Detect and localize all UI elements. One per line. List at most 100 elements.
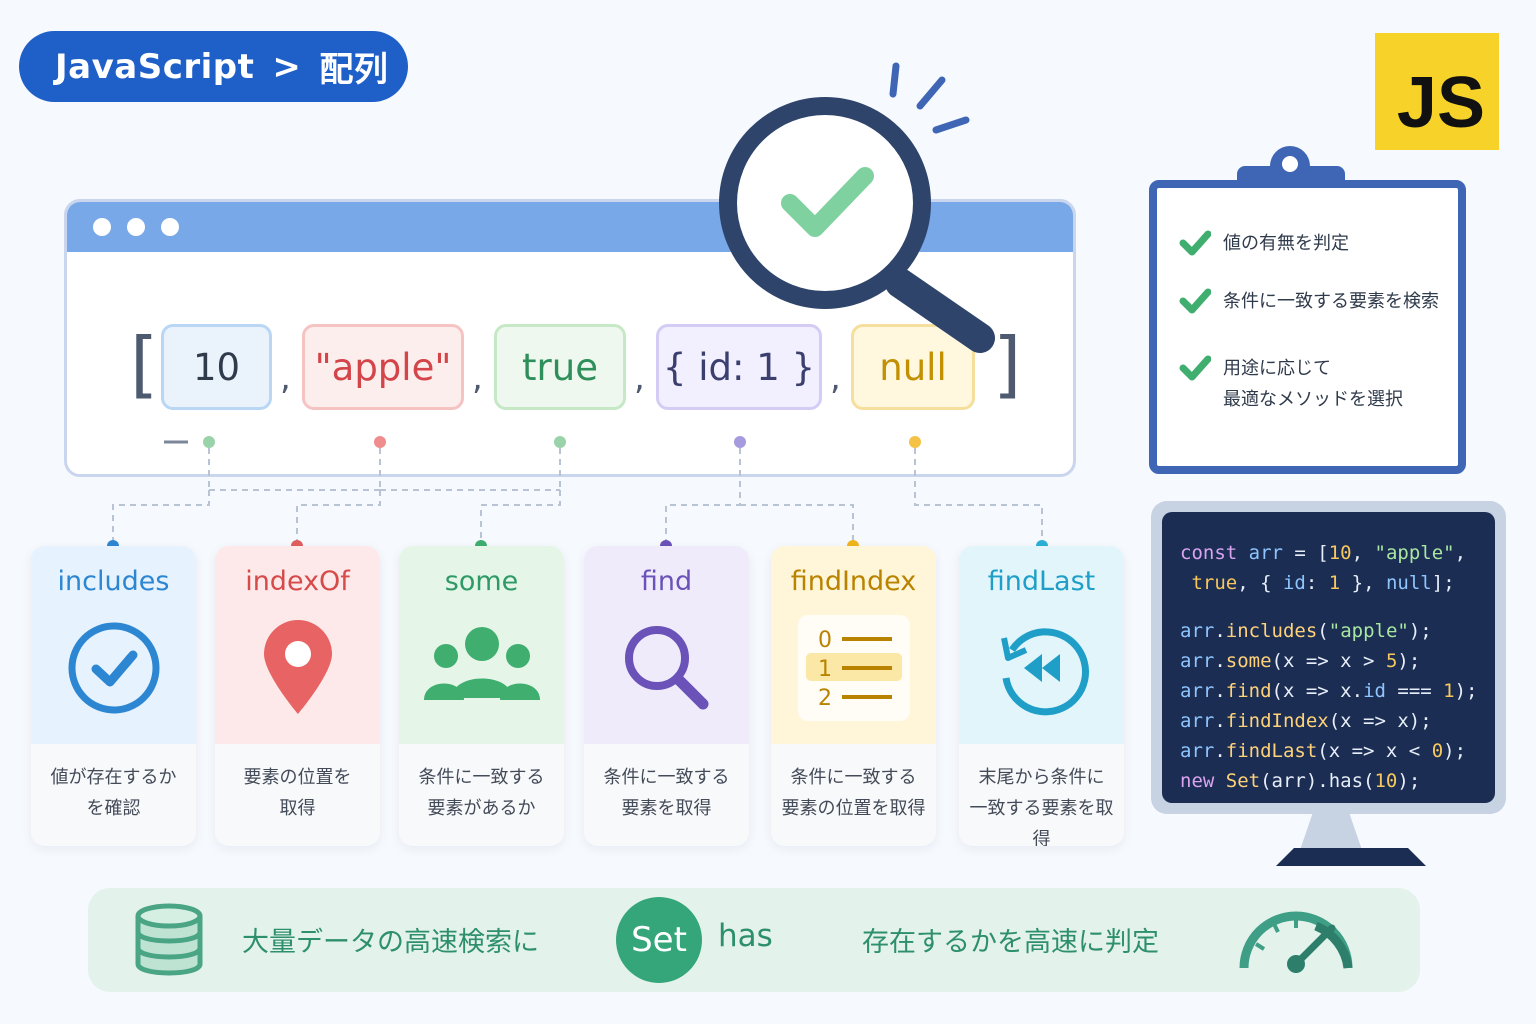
code-token: , xyxy=(1454,542,1467,564)
card-header: findLast xyxy=(959,546,1124,744)
breadcrumb-topic: 配列 xyxy=(319,50,389,90)
code-token: true xyxy=(1191,572,1238,594)
method-description: 条件に一致する 要素の位置を取得 xyxy=(775,762,932,824)
method-name: find xyxy=(640,566,693,597)
code-token: const xyxy=(1180,542,1249,564)
array-comma: , xyxy=(634,358,645,398)
method-description: 値が存在するか を確認 xyxy=(35,762,192,824)
code-token xyxy=(1180,572,1191,594)
description-line: 要素があるか xyxy=(427,798,536,819)
card-footer: 条件に一致する 要素があるか xyxy=(399,744,564,846)
js-logo: JS xyxy=(1375,33,1499,150)
code-line: const arr = [10, "apple", xyxy=(1180,538,1495,568)
svg-text:0: 0 xyxy=(818,628,832,653)
svg-text:1: 1 xyxy=(818,657,832,682)
code-token: ); xyxy=(1397,650,1421,672)
rewind-icon xyxy=(959,618,1124,718)
breadcrumb-separator: > xyxy=(272,46,302,87)
code-line: arr.findIndex(x => x); xyxy=(1180,706,1495,736)
method-name: indexOf xyxy=(245,566,350,597)
method-description: 要素の位置を 取得 xyxy=(219,762,376,824)
value-text: null xyxy=(879,345,947,389)
code-token: id xyxy=(1282,572,1306,594)
has-label: has xyxy=(718,918,773,954)
code-token: ); xyxy=(1408,620,1432,642)
code-token: ); xyxy=(1397,770,1421,792)
set-label: Set xyxy=(631,920,687,960)
magnifier-icon xyxy=(584,618,749,718)
method-card-find[interactable]: find 条件に一致する 要素を取得 xyxy=(584,546,749,846)
array-close-bracket: ] xyxy=(988,322,1032,406)
card-header: findIndex 0 1 2 xyxy=(771,546,936,744)
code-token: arr xyxy=(1180,710,1215,732)
method-description: 条件に一致する 要素を取得 xyxy=(588,762,745,824)
card-footer: 値が存在するか を確認 xyxy=(31,744,196,846)
card-header: find xyxy=(584,546,749,744)
banner-right-text: 存在するかを高速に判定 xyxy=(862,927,1159,958)
array-value-object: { id: 1 } xyxy=(656,324,822,410)
speedometer-icon xyxy=(1239,911,1353,973)
card-footer: 条件に一致する 要素の位置を取得 xyxy=(771,744,936,846)
people-icon xyxy=(399,618,564,718)
method-card-findlast[interactable]: findLast 末尾から条件に 一致する要素を取得 xyxy=(959,546,1124,846)
array-comma: , xyxy=(280,358,291,398)
code-token: = [ xyxy=(1282,542,1329,564)
array-value-boolean: true xyxy=(494,324,626,410)
code-line: new Set(arr).has(10); xyxy=(1180,766,1495,796)
code-line xyxy=(1180,598,1495,616)
code-token: ); xyxy=(1443,740,1467,762)
description-line: を確認 xyxy=(86,798,141,819)
checklist-item: 用途に応じて最適なメソッドを選択 xyxy=(1179,353,1403,415)
method-card-some[interactable]: some 条件に一致する 要素があるか xyxy=(399,546,564,846)
code-token: . xyxy=(1214,650,1226,672)
code-screen: const arr = [10, "apple", true, { id: 1 … xyxy=(1162,512,1495,803)
check-circle-icon xyxy=(31,618,196,718)
method-card-findindex[interactable]: findIndex 0 1 2 条件に一致する 要素の位置を取得 xyxy=(771,546,936,846)
code-token: arr xyxy=(1180,740,1215,762)
clipboard-checklist: 値の有無を判定条件に一致する要素を検索用途に応じて最適なメソッドを選択 xyxy=(1149,180,1466,474)
map-pin-icon xyxy=(215,618,380,718)
card-footer: 条件に一致する 要素を取得 xyxy=(584,744,749,846)
code-token: includes xyxy=(1225,620,1318,642)
clipboard-hole xyxy=(1282,156,1298,172)
code-token: ( xyxy=(1317,620,1329,642)
code-token: === xyxy=(1385,680,1444,702)
monitor-base xyxy=(1276,848,1426,866)
array-comma: , xyxy=(830,358,841,398)
value-text: "apple" xyxy=(314,345,452,389)
description-line: 一致する要素を取得 xyxy=(969,798,1114,846)
card-header: some xyxy=(399,546,564,744)
code-token: arr xyxy=(1180,680,1215,702)
code-token: Set xyxy=(1225,770,1261,792)
array-value-string: "apple" xyxy=(302,324,464,410)
magnifier-check-icon xyxy=(719,62,995,353)
breadcrumb[interactable]: JavaScript > 配列 xyxy=(19,31,408,102)
code-token: : xyxy=(1305,572,1329,594)
array-comma: , xyxy=(472,358,483,398)
code-token: findIndex xyxy=(1225,710,1329,732)
code-token: id xyxy=(1363,680,1386,702)
check-icon xyxy=(1179,288,1211,314)
description-line: 要素の位置を xyxy=(243,767,352,788)
code-line: arr.some(x => x > 5); xyxy=(1180,646,1495,676)
code-token: null xyxy=(1385,572,1432,594)
code-token: (x => x < xyxy=(1317,740,1432,762)
method-card-includes[interactable]: includes 値が存在するか を確認 xyxy=(31,546,196,846)
method-name: some xyxy=(444,566,519,597)
numbered-list-icon: 0 1 2 xyxy=(771,615,936,721)
set-has-banner xyxy=(88,888,1420,992)
code-token: . xyxy=(1214,620,1226,642)
code-token: some xyxy=(1225,650,1272,672)
checklist-item: 条件に一致する要素を検索 xyxy=(1179,286,1439,317)
code-token: findLast xyxy=(1225,740,1318,762)
description-line: 要素の位置を取得 xyxy=(781,798,926,819)
code-token: (arr).has( xyxy=(1260,770,1375,792)
code-token: . xyxy=(1214,740,1226,762)
code-token: }, xyxy=(1340,572,1386,594)
card-footer: 要素の位置を 取得 xyxy=(215,744,380,846)
window-dot xyxy=(127,218,145,236)
code-token: 10 xyxy=(1328,542,1352,564)
check-icon xyxy=(1179,230,1211,256)
code-token: ); xyxy=(1454,680,1478,702)
method-card-indexof[interactable]: indexOf 要素の位置を 取得 xyxy=(215,546,380,846)
